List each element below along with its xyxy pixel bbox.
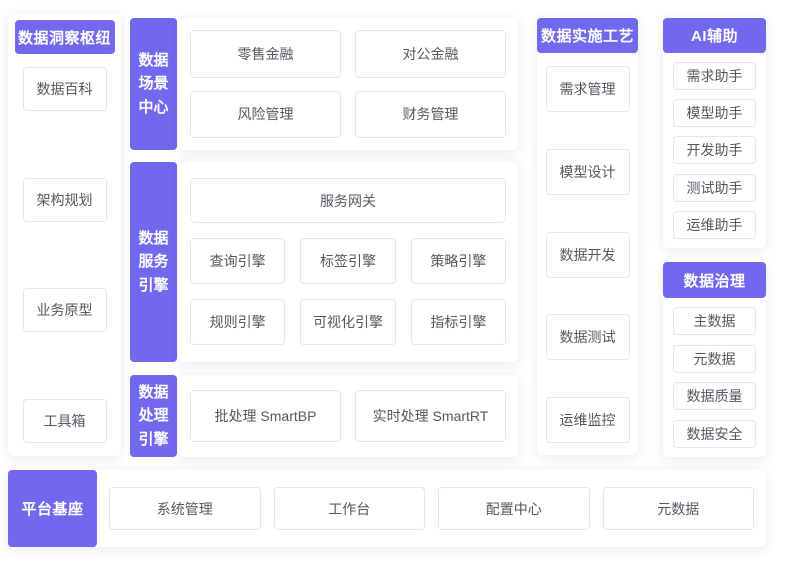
implementation-header: 数据实施工艺 — [537, 18, 638, 53]
platform-base-items: 系统管理 工作台 配置中心 元数据 — [97, 470, 766, 547]
diagram-node-query-engine: 查询引擎 — [190, 238, 286, 284]
diagram-node-metadata: 元数据 — [673, 344, 756, 373]
diagram-node-risk-management: 风险管理 — [190, 90, 341, 138]
ai-assist-items: 需求助手 模型助手 开发助手 测试助手 运维助手 — [663, 53, 766, 248]
diagram-node-system-management: 系统管理 — [109, 487, 261, 530]
service-engine-card: 服务网关 查询引擎 标签引擎 策略引擎 规则引擎 可视化引擎 指标引擎 — [178, 162, 518, 362]
diagram-node-corporate-finance: 对公金融 — [355, 30, 506, 78]
processing-engine-card: 批处理 SmartBP 实时处理 SmartRT — [178, 375, 518, 457]
insight-hub-items: 数据百科 架构规划 业务原型 工具箱 — [8, 54, 121, 456]
scene-center-label-bar: 数据场景中心 — [130, 18, 177, 150]
panel-platform-base: 平台基座 系统管理 工作台 配置中心 元数据 — [8, 470, 766, 547]
diagram-node-requirement-management: 需求管理 — [545, 66, 630, 112]
diagram-node-workbench: 工作台 — [273, 487, 425, 530]
governance-items: 主数据 元数据 数据质量 数据安全 — [663, 298, 766, 457]
panel-insight-hub: 数据洞察枢纽 数据百科 架构规划 业务原型 工具箱 — [8, 14, 121, 456]
middle-column: 数据场景中心 零售金融 对公金融 风险管理 财务管理 数据服务引擎 服务网关 查… — [130, 18, 518, 457]
diagram-node-data-security: 数据安全 — [673, 419, 756, 448]
implementation-items: 需求管理 模型设计 数据开发 数据测试 运维监控 — [537, 53, 638, 455]
processing-engine-label-bar: 数据处理引擎 — [130, 375, 177, 457]
insight-hub-header: 数据洞察枢纽 — [14, 20, 115, 54]
ai-assist-header: AI辅助 — [663, 18, 766, 53]
diagram-node-batch-processing-smartbp: 批处理 SmartBP — [190, 390, 341, 442]
diagram-node-data-testing: 数据测试 — [545, 314, 630, 361]
diagram-node-finance-management: 财务管理 — [355, 90, 506, 138]
service-engine-title: 数据服务引擎 — [138, 230, 169, 294]
panel-implementation: 数据实施工艺 需求管理 模型设计 数据开发 数据测试 运维监控 — [537, 18, 638, 455]
diagram-node-strategy-engine: 策略引擎 — [410, 238, 506, 284]
diagram-node-service-gateway: 服务网关 — [190, 178, 506, 223]
section-scene-center: 数据场景中心 零售金融 对公金融 风险管理 财务管理 — [130, 18, 518, 150]
diagram-node-ops-assistant: 运维助手 — [673, 210, 756, 239]
scene-center-title: 数据场景中心 — [138, 52, 169, 116]
diagram-node-retail-finance: 零售金融 — [190, 30, 341, 78]
diagram-node-rule-engine: 规则引擎 — [190, 299, 286, 345]
diagram-node-ops-monitoring: 运维监控 — [545, 397, 630, 443]
section-service-engine: 数据服务引擎 服务网关 查询引擎 标签引擎 策略引擎 规则引擎 可视化引擎 指标… — [130, 162, 518, 362]
section-processing-engine: 数据处理引擎 批处理 SmartBP 实时处理 SmartRT — [130, 375, 518, 457]
diagram-node-data-development: 数据开发 — [545, 231, 630, 278]
processing-engine-title: 数据处理引擎 — [138, 384, 169, 448]
diagram-node-business-prototype: 业务原型 — [22, 288, 107, 333]
service-engine-items: 查询引擎 标签引擎 策略引擎 规则引擎 可视化引擎 指标引擎 — [190, 238, 506, 345]
diagram-node-data-quality: 数据质量 — [673, 382, 756, 411]
governance-header: 数据治理 — [663, 262, 766, 298]
diagram-node-testing-assistant: 测试助手 — [673, 173, 756, 202]
diagram-node-master-data: 主数据 — [673, 307, 756, 336]
platform-base-header: 平台基座 — [8, 470, 97, 547]
diagram-node-metadata-base: 元数据 — [602, 487, 754, 530]
diagram-node-development-assistant: 开发助手 — [673, 136, 756, 165]
diagram-node-model-design: 模型设计 — [545, 148, 630, 195]
diagram-node-data-encyclopedia: 数据百科 — [22, 67, 107, 111]
diagram-node-visualization-engine: 可视化引擎 — [300, 299, 396, 345]
diagram-node-metric-engine: 指标引擎 — [410, 299, 506, 345]
diagram-node-model-assistant: 模型助手 — [673, 99, 756, 128]
diagram-node-config-center: 配置中心 — [438, 487, 590, 530]
scene-center-card: 零售金融 对公金融 风险管理 财务管理 — [178, 18, 518, 150]
panel-governance: 数据治理 主数据 元数据 数据质量 数据安全 — [663, 262, 766, 457]
panel-ai-assist: AI辅助 需求助手 模型助手 开发助手 测试助手 运维助手 — [663, 18, 766, 248]
diagram-node-toolbox: 工具箱 — [22, 398, 107, 443]
diagram-node-tag-engine: 标签引擎 — [300, 238, 396, 284]
diagram-node-architecture-planning: 架构规划 — [22, 177, 107, 222]
diagram-node-requirement-assistant: 需求助手 — [673, 62, 756, 91]
service-engine-label-bar: 数据服务引擎 — [130, 162, 177, 362]
diagram-node-realtime-processing-smartrt: 实时处理 SmartRT — [355, 390, 506, 442]
